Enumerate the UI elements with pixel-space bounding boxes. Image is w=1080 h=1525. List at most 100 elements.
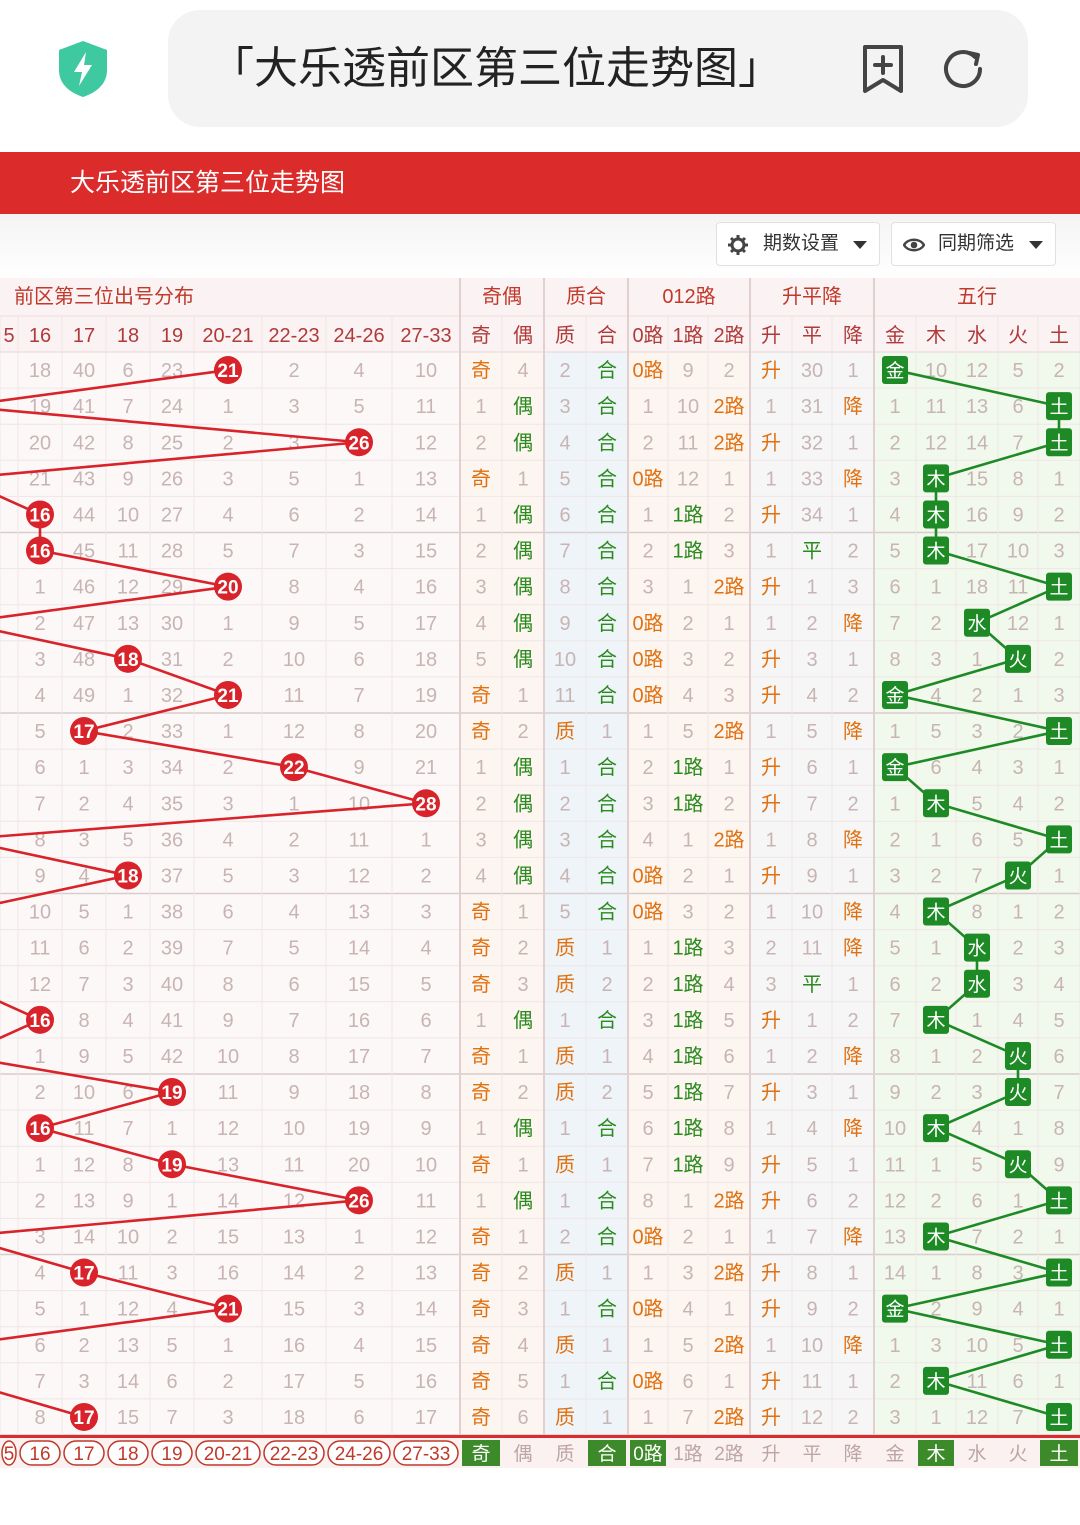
table-cell: 13 <box>217 1154 239 1176</box>
table-cell: 1 <box>723 613 734 635</box>
table-cell: 3 <box>971 721 982 743</box>
footer-label: 合 <box>597 1443 616 1465</box>
table-cell: 3 <box>475 577 486 599</box>
table-cell: 质 <box>555 1334 575 1357</box>
table-cell: 合 <box>597 612 617 635</box>
table-cell: 奇 <box>471 684 491 707</box>
table-cell: 奇 <box>471 937 491 960</box>
url-field[interactable]: 「大乐透前区第三位走势图」 <box>168 10 1028 127</box>
table-cell: 3 <box>222 1407 233 1429</box>
same-period-filter-button[interactable]: 同期筛选 <box>891 222 1056 266</box>
table-cell: 升 <box>761 648 781 671</box>
number-ball-label: 16 <box>29 505 50 526</box>
table-cell: 11 <box>416 396 437 418</box>
table-cell: 1 <box>475 1190 486 1212</box>
table-cell: 9 <box>288 1082 299 1104</box>
table-cell: 11 <box>802 938 823 960</box>
table-cell: 11 <box>678 432 699 454</box>
table-cell: 3 <box>682 902 693 924</box>
five-element-box <box>923 789 949 818</box>
table-cell: 1 <box>642 1407 653 1429</box>
table-cell: 7 <box>78 974 89 996</box>
table-cell: 1路 <box>672 1153 703 1176</box>
table-cell: 5 <box>1012 829 1023 851</box>
table-cell: 8 <box>420 1082 431 1104</box>
table-cell: 37 <box>161 865 183 887</box>
table-cell: 偶 <box>513 1117 533 1140</box>
reload-icon[interactable] <box>942 46 988 92</box>
table-cell: 5 <box>34 1299 45 1321</box>
table-cell: 1 <box>847 974 858 996</box>
five-element-label: 土 <box>1049 1263 1068 1285</box>
table-cell: 7 <box>288 1010 299 1032</box>
five-element-box <box>1005 861 1031 890</box>
five-element-box <box>964 933 990 962</box>
table-cell: 8 <box>122 1154 133 1176</box>
table-cell: 18 <box>966 577 988 599</box>
table-cell: 33 <box>161 721 183 743</box>
five-element-label: 火 <box>1008 1047 1027 1068</box>
table-cell: 7 <box>1012 1407 1023 1429</box>
number-ball <box>345 428 373 457</box>
table-cell: 3 <box>682 649 693 671</box>
table-cell: 2 <box>930 1190 941 1212</box>
table-cell: 2 <box>889 1371 900 1393</box>
number-ball-label: 21 <box>217 1300 239 1321</box>
table-cell: 8 <box>642 1190 653 1212</box>
table-cell: 14 <box>283 1263 305 1285</box>
table-cell: 3 <box>420 902 431 924</box>
table-cell: 12 <box>966 1407 988 1429</box>
table-cell: 2 <box>78 1335 89 1357</box>
table-cell: 1 <box>517 468 528 490</box>
table-cell: 4 <box>559 865 570 887</box>
table-cell: 3 <box>682 1263 693 1285</box>
five-element-label: 土 <box>1049 829 1068 851</box>
number-ball-label: 21 <box>217 361 239 382</box>
table-cell: 平 <box>802 541 822 563</box>
table-cell: 1 <box>847 1082 858 1104</box>
table-cell: 17 <box>415 613 437 635</box>
table-cell: 3 <box>930 649 941 671</box>
table-cell: 5 <box>889 541 900 563</box>
five-element-box <box>1046 572 1072 601</box>
table-cell: 0路 <box>632 1225 663 1248</box>
table-cell: 7 <box>288 541 299 563</box>
table-cell: 1 <box>601 1335 612 1357</box>
table-cell: 1 <box>642 396 653 418</box>
table-cell: 偶 <box>513 864 533 887</box>
table-cell: 2 <box>34 1082 45 1104</box>
table-cell: 7 <box>34 1371 45 1393</box>
table-cell: 偶 <box>513 395 533 418</box>
table-cell: 15 <box>283 1299 305 1321</box>
five-element-box <box>1005 1150 1031 1179</box>
add-bookmark-icon[interactable] <box>860 44 906 94</box>
table-cell: 6 <box>288 974 299 996</box>
table-cell: 1 <box>601 1407 612 1429</box>
table-cell: 2 <box>723 504 734 526</box>
table-cell: 1 <box>166 1190 177 1212</box>
number-ball-label: 16 <box>29 1011 50 1032</box>
five-element-label: 金 <box>885 1299 904 1321</box>
table-cell: 12 <box>884 1190 906 1212</box>
number-ball-label: 19 <box>161 1083 182 1104</box>
table-cell: 合 <box>597 648 617 671</box>
footer-number-label: 22-23 <box>270 1444 319 1465</box>
table-cell: 14 <box>73 1226 95 1248</box>
period-settings-button[interactable]: 期数设置 <box>716 222 880 266</box>
table-cell: 2 <box>1053 360 1064 382</box>
table-cell: 7 <box>723 1082 734 1104</box>
security-shield-icon[interactable] <box>57 40 109 98</box>
footer-number-pill <box>327 1440 391 1466</box>
table-cell: 1 <box>765 541 776 563</box>
table-cell: 奇 <box>471 901 491 924</box>
table-cell: 降 <box>843 901 863 924</box>
number-ball <box>345 1186 373 1215</box>
five-element-box <box>1046 717 1072 746</box>
footer-label: 升 <box>761 1443 780 1465</box>
table-cell: 4 <box>559 432 570 454</box>
table-cell: 12 <box>925 432 947 454</box>
number-ball <box>26 1114 54 1143</box>
five-element-box <box>1005 644 1031 673</box>
table-cell: 1 <box>601 721 612 743</box>
table-cell: 2 <box>930 1082 941 1104</box>
